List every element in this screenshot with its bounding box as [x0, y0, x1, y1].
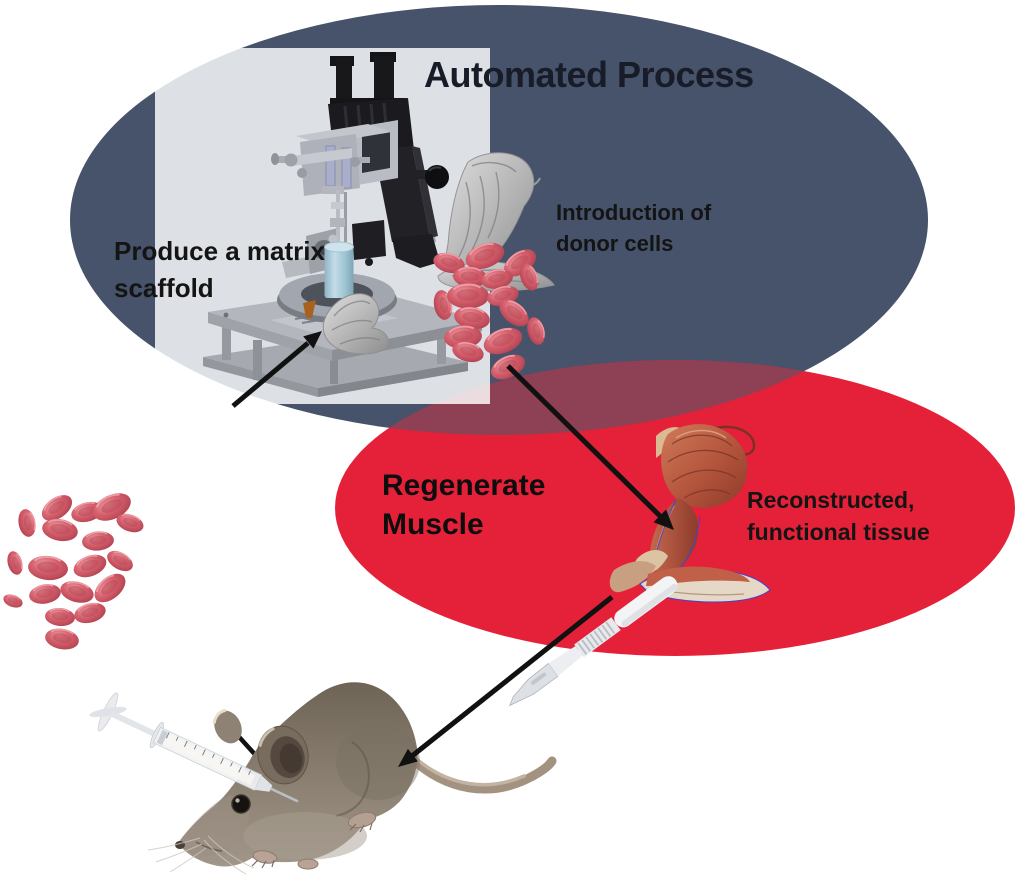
- label-produce-scaffold-line1: Produce a matrix: [114, 236, 325, 266]
- label-reconstructed-line2: functional tissue: [747, 519, 930, 545]
- label-introduction-line1: Introduction of: [556, 200, 712, 225]
- label-introduction-donor-cells: Introduction of donor cells: [556, 197, 711, 259]
- label-produce-scaffold-line2: scaffold: [114, 273, 214, 303]
- label-automated-process: Automated Process: [424, 54, 754, 95]
- label-reconstructed-tissue: Reconstructed, functional tissue: [747, 484, 930, 548]
- label-regenerate-muscle: Regenerate Muscle: [382, 466, 545, 544]
- label-regenerate-line2: Muscle: [382, 508, 484, 541]
- arrow-to-scaffold: [231, 331, 322, 408]
- scalpel-illustration: [509, 576, 678, 707]
- mouse-illustration: [147, 682, 557, 875]
- label-reconstructed-line1: Reconstructed,: [747, 487, 915, 513]
- arrow-tissue-to-mouse: [398, 595, 614, 767]
- label-produce-scaffold: Produce a matrix scaffold: [114, 233, 325, 307]
- label-introduction-line2: donor cells: [556, 231, 674, 256]
- syringe-illustration: [89, 692, 299, 803]
- scaffold-muscle-illustration: [322, 293, 389, 355]
- label-regenerate-line1: Regenerate: [382, 469, 546, 502]
- blood-cells-cluster-left: [1, 486, 147, 653]
- arrow-cells-to-tissue: [506, 364, 674, 530]
